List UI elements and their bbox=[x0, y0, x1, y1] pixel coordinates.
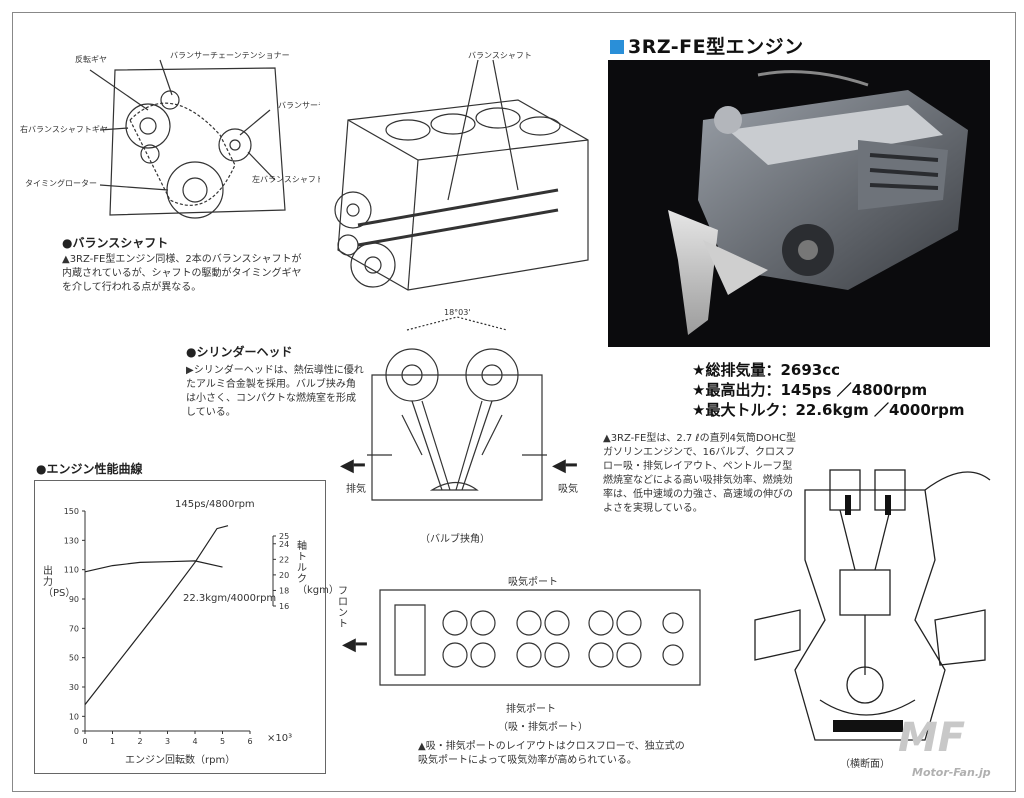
valve-angle-caption: （バルブ挟角） bbox=[420, 534, 490, 545]
exhaust-port-label: 排気ポート bbox=[506, 704, 556, 715]
x-tick-label: 6 bbox=[247, 737, 252, 746]
exhaust-label: 排気 bbox=[346, 484, 366, 495]
ports-drawing bbox=[379, 589, 701, 686]
y-tick-label: 90 bbox=[69, 595, 79, 604]
intake-arrow-icon: ◀━ bbox=[552, 455, 577, 476]
x-unit-label: ×10³ bbox=[267, 733, 293, 744]
label-balance-shaft: バランスシャフト bbox=[468, 51, 532, 60]
engine-photo-graphic bbox=[668, 70, 968, 335]
ports-caption: （吸・排気ポート） bbox=[498, 722, 588, 733]
label-right-gear: 右バランスシャフトギヤ bbox=[20, 124, 108, 134]
x-tick-label: 5 bbox=[220, 737, 225, 746]
cross-section-drawing bbox=[754, 469, 991, 741]
label-reverse-gear: 反転ギヤ bbox=[75, 54, 107, 64]
ports-text: ▲吸・排気ポートのレイアウトはクロスフローで、独立式の吸気ポートによって吸気効率… bbox=[418, 741, 685, 766]
spec-displacement: ★総排気量：2693cc bbox=[692, 361, 840, 379]
balance-chain-drawing: 反転ギヤ バランサーチェーンテンショナー バランサーチェーン 右バランスシャフト… bbox=[20, 51, 320, 219]
y2-tick-label: 20 bbox=[279, 571, 289, 580]
y2-tick-label: 24 bbox=[279, 540, 289, 549]
balance-shaft-block-drawing: バランスシャフト bbox=[334, 51, 589, 291]
chart-heading: ●エンジン性能曲線 bbox=[36, 462, 143, 476]
y-tick-label: 150 bbox=[64, 507, 79, 516]
cylinder-head-drawing: 18°03' bbox=[367, 308, 547, 501]
y-tick-label: 130 bbox=[64, 536, 79, 545]
y2-tick-label: 16 bbox=[279, 602, 289, 611]
intake-label: 吸気 bbox=[558, 484, 578, 495]
x-axis-label: エンジン回転数（rpm） bbox=[125, 755, 236, 766]
y2-tick-label: 22 bbox=[279, 555, 289, 564]
engine-description: ▲3RZ-FE型は、2.7 ℓの直列4気筒DOHC型ガソリンエンジンで、16バル… bbox=[603, 433, 797, 514]
y2-tick-label: 18 bbox=[279, 586, 289, 595]
x-tick-label: 1 bbox=[110, 737, 115, 746]
torque-curve bbox=[84, 560, 223, 573]
left-axis-label: 出力（PS） bbox=[43, 566, 76, 599]
x-tick-label: 4 bbox=[192, 737, 197, 746]
y-tick-label: 110 bbox=[64, 566, 79, 575]
exhaust-arrow-icon: ◀━ bbox=[340, 455, 365, 476]
y-tick-label: 30 bbox=[69, 683, 79, 692]
engine-photo bbox=[608, 60, 990, 347]
y2-tick-label: 25 bbox=[279, 532, 289, 541]
y-tick-label: 70 bbox=[69, 624, 79, 633]
right-axis-label: 軸トルク（kgm） bbox=[297, 541, 339, 596]
power-annotation: 145ps/4800rpm bbox=[175, 499, 255, 510]
label-chain: バランサーチェーン bbox=[278, 101, 320, 110]
watermark-text: Motor-Fan.jp bbox=[912, 766, 991, 779]
title-square-icon bbox=[610, 40, 624, 54]
x-tick-label: 2 bbox=[137, 737, 142, 746]
page-frame bbox=[12, 12, 1016, 792]
label-rotor: タイミングローター bbox=[25, 178, 97, 188]
y-tick-label: 10 bbox=[69, 712, 79, 721]
x-tick-label: 0 bbox=[82, 737, 87, 746]
x-tick-label: 3 bbox=[165, 737, 170, 746]
front-arrow-icon: ◀━ bbox=[342, 634, 367, 655]
torque-annotation: 22.3kgm/4000rpm bbox=[183, 593, 277, 604]
cylinder-head-heading: ●シリンダーヘッド bbox=[186, 345, 293, 359]
front-label: フロント bbox=[338, 586, 348, 630]
power-curve bbox=[84, 525, 229, 705]
spec-torque: ★最大トルク：22.6kgm ／4000rpm bbox=[692, 401, 965, 419]
y-tick-label: 0 bbox=[74, 727, 79, 736]
balance-shaft-heading: ●バランスシャフト bbox=[62, 236, 169, 250]
label-tensioner: バランサーチェーンテンショナー bbox=[170, 51, 290, 60]
watermark-logo: MF bbox=[898, 715, 966, 761]
balance-shaft-text: ▲3RZ-FE型エンジン同様、2本のバランスシャフトが内蔵されているが、シャフト… bbox=[62, 254, 302, 293]
cylinder-head-text: ▶シリンダーヘッドは、熱伝導性に優れたアルミ合金製を採用。バルブ挟み角は小さく、… bbox=[186, 365, 364, 418]
y-tick-label: 50 bbox=[69, 654, 79, 663]
valve-angle: 18°03' bbox=[444, 308, 471, 317]
page-title: 3RZ-FE型エンジン bbox=[610, 32, 804, 59]
cross-section-caption: （横断面） bbox=[840, 759, 890, 770]
engine-specs: ★総排気量：2693cc ★最高出力：145ps ／4800rpm ★最大トルク… bbox=[692, 360, 965, 420]
spec-power: ★最高出力：145ps ／4800rpm bbox=[692, 381, 928, 399]
intake-port-label: 吸気ポート bbox=[508, 577, 558, 588]
label-left-gear: 左バランスシャフトギヤ bbox=[252, 174, 320, 184]
